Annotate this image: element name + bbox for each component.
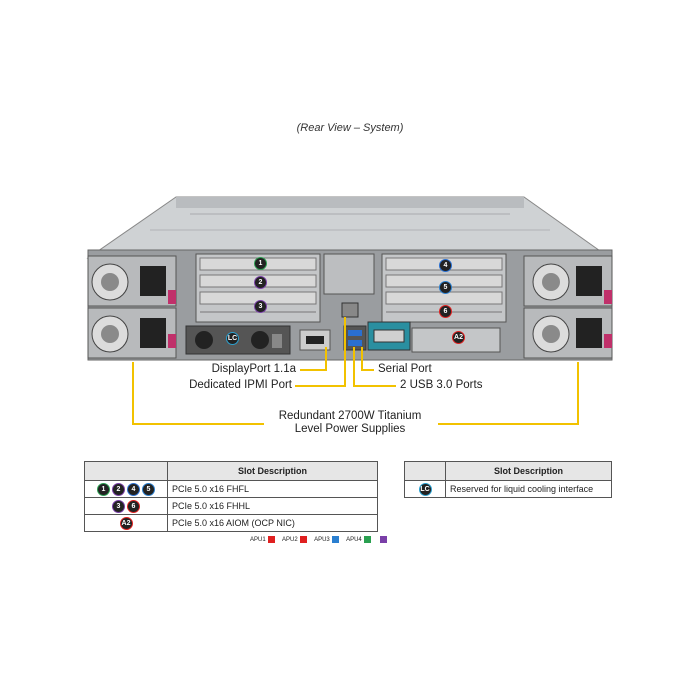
lc-description-table: Slot Description LC Reserved for liquid … xyxy=(404,461,612,498)
slot-5-badge: 5 xyxy=(439,281,452,294)
row-desc: PCIe 5.0 x16 FHHL xyxy=(167,497,378,515)
psu-top-left xyxy=(87,255,177,307)
row-desc: PCIe 5.0 x16 AIOM (OCP NIC) xyxy=(167,514,378,532)
legend-item: APU3 xyxy=(314,536,339,543)
psu-label-line2: Level Power Supplies xyxy=(294,423,406,435)
badge: 2 xyxy=(112,482,125,496)
psu-bottom-left xyxy=(87,307,177,359)
slot-4-badge: 4 xyxy=(439,259,452,272)
slot-1-badge: 1 xyxy=(254,257,267,270)
table-header: Slot Description xyxy=(445,461,612,481)
table-row: A2 PCIe 5.0 x16 AIOM (OCP NIC) xyxy=(84,514,378,532)
legend-item: APU4 xyxy=(346,536,371,543)
row-desc: Reserved for liquid cooling interface xyxy=(445,480,612,498)
badge: 6 xyxy=(127,499,140,513)
row-badges: A2 xyxy=(84,514,168,532)
psu-label-line1: Redundant 2700W Titanium xyxy=(278,410,422,422)
table-header-blank xyxy=(84,461,168,481)
badge: A2 xyxy=(119,516,133,530)
badge: 4 xyxy=(127,482,140,496)
table-header-blank xyxy=(404,461,446,481)
slot-a2-badge: A2 xyxy=(452,331,465,344)
apu-legend: APU1 APU2 APU3 APU4 xyxy=(250,536,393,543)
legend-item: APU1 xyxy=(250,536,275,543)
usb-ports xyxy=(343,325,367,351)
center-vent xyxy=(323,253,375,295)
displayport-label: DisplayPort 1.1a xyxy=(211,363,296,375)
badge: 3 xyxy=(112,499,125,513)
table-row: LC Reserved for liquid cooling interface xyxy=(404,480,612,498)
ipmi-port xyxy=(341,302,359,318)
slot-6-badge: 6 xyxy=(439,305,452,318)
table-header: Slot Description xyxy=(167,461,378,481)
psu-top-right xyxy=(523,255,613,307)
leader-lines xyxy=(132,317,579,425)
row-badges: LC xyxy=(404,480,446,498)
legend-item: APU2 xyxy=(282,536,307,543)
badge: 5 xyxy=(142,482,155,496)
psu-label: Redundant 2700W Titanium Level Power Sup… xyxy=(250,410,450,436)
badge: 1 xyxy=(97,482,110,496)
usb-label: 2 USB 3.0 Ports xyxy=(400,379,483,391)
caption: (Rear View – System) xyxy=(296,122,404,134)
ipmi-label: Dedicated IPMI Port xyxy=(189,379,292,391)
row-desc: PCIe 5.0 x16 FHFL xyxy=(167,480,378,498)
legend-item xyxy=(378,536,388,543)
slot-3-badge: 3 xyxy=(254,300,267,313)
lc-badge: LC xyxy=(226,332,239,345)
badge: LC xyxy=(418,482,432,496)
serial-label: Serial Port xyxy=(378,363,432,375)
psu-bottom-right xyxy=(523,307,613,359)
slot-2-badge: 2 xyxy=(254,276,267,289)
